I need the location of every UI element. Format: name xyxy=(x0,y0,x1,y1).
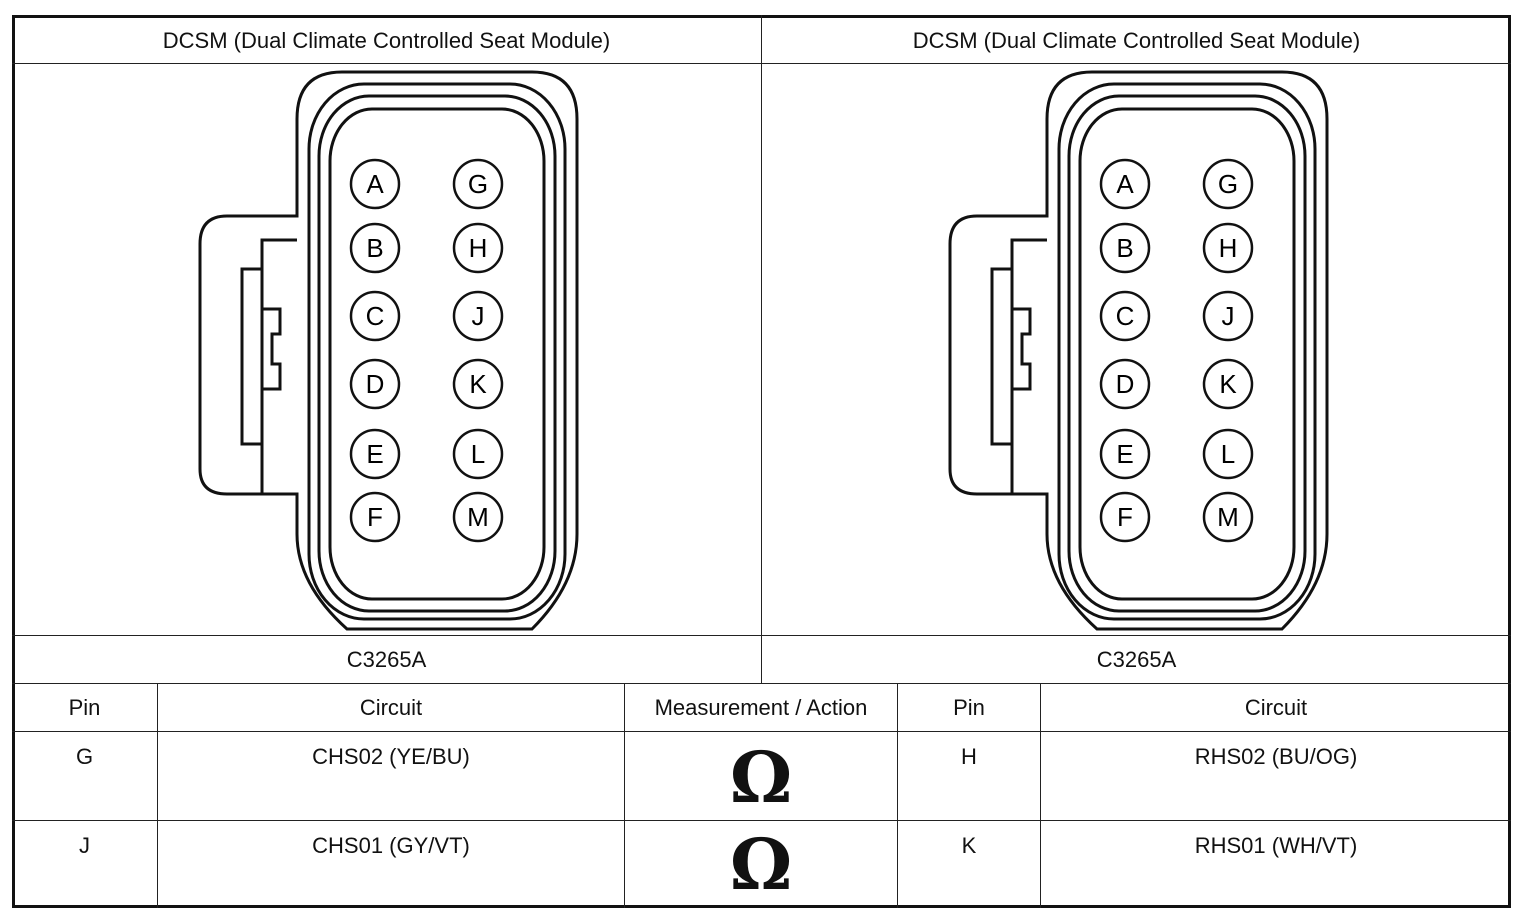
pin-m-left: M xyxy=(452,491,504,543)
pin-f-right: F xyxy=(1099,491,1151,543)
divider xyxy=(624,683,625,908)
svg-text:A: A xyxy=(1116,169,1134,199)
pin-f-left: F xyxy=(349,491,401,543)
divider xyxy=(761,15,762,683)
pin-m-right: M xyxy=(1202,491,1254,543)
pin-d-left: D xyxy=(349,358,401,410)
svg-text:H: H xyxy=(469,233,488,263)
table-row-2-pin-1: J xyxy=(79,833,90,858)
pin-g-left: G xyxy=(452,158,504,210)
header-circuit-1: Circuit xyxy=(359,695,423,720)
svg-text:C: C xyxy=(366,301,385,331)
svg-text:M: M xyxy=(467,502,489,532)
svg-text:B: B xyxy=(1116,233,1133,263)
pin-c-right: C xyxy=(1099,290,1151,342)
svg-text:K: K xyxy=(1219,369,1237,399)
pin-b-left: B xyxy=(349,222,401,274)
pin-e-right: E xyxy=(1099,428,1151,480)
table-row-2-pin-2: K xyxy=(961,833,977,858)
pin-c-left: C xyxy=(349,290,401,342)
pin-d-right: D xyxy=(1099,358,1151,410)
header-pin-2: Pin xyxy=(953,695,985,720)
svg-text:E: E xyxy=(1116,439,1133,469)
pin-h-left: H xyxy=(452,222,504,274)
svg-text:D: D xyxy=(1116,369,1135,399)
svg-text:J: J xyxy=(1222,301,1235,331)
svg-text:G: G xyxy=(1218,169,1238,199)
pin-l-left: L xyxy=(452,428,504,480)
svg-text:H: H xyxy=(1219,233,1238,263)
divider xyxy=(12,731,1511,732)
divider xyxy=(157,683,158,908)
svg-text:F: F xyxy=(1117,502,1133,532)
pin-a-right: A xyxy=(1099,158,1151,210)
table-row-1-circuit-2: RHS02 (BU/OG) xyxy=(1194,744,1358,769)
table-row-1-circuit-1: CHS02 (YE/BU) xyxy=(312,744,470,769)
header-pin-1: Pin xyxy=(68,695,101,720)
svg-text:B: B xyxy=(366,233,383,263)
pin-k-left: K xyxy=(452,358,504,410)
left-connector-diagram: A B C D E F G H J K L M xyxy=(198,70,579,631)
svg-text:L: L xyxy=(471,439,485,469)
table-row-2-circuit-2: RHS01 (WH/VT) xyxy=(1194,833,1358,858)
right-panel-header: DCSM (Dual Climate Controlled Seat Modul… xyxy=(912,28,1361,53)
svg-text:G: G xyxy=(468,169,488,199)
left-panel-header: DCSM (Dual Climate Controlled Seat Modul… xyxy=(162,28,611,53)
left-connector-id: C3265A xyxy=(346,647,427,672)
table-row-1-pin-2: H xyxy=(961,744,977,769)
svg-text:E: E xyxy=(366,439,383,469)
table-row-1-pin-1: G xyxy=(75,744,94,769)
svg-text:A: A xyxy=(366,169,384,199)
pin-j-left: J xyxy=(452,290,504,342)
right-connector-id: C3265A xyxy=(1096,647,1177,672)
svg-text:J: J xyxy=(472,301,485,331)
divider xyxy=(12,820,1511,821)
pin-b-right: B xyxy=(1099,222,1151,274)
svg-text:C: C xyxy=(1116,301,1135,331)
right-connector-diagram: A B C D E F G H J K L M xyxy=(948,70,1329,631)
pin-k-right: K xyxy=(1202,358,1254,410)
pin-g-right: G xyxy=(1202,158,1254,210)
pin-j-right: J xyxy=(1202,290,1254,342)
divider xyxy=(12,683,1511,684)
ohm-icon: Ω xyxy=(729,736,793,819)
svg-text:M: M xyxy=(1217,502,1239,532)
table-row-2-circuit-1: CHS01 (GY/VT) xyxy=(312,833,470,858)
svg-text:D: D xyxy=(366,369,385,399)
pin-l-right: L xyxy=(1202,428,1254,480)
divider xyxy=(1040,683,1041,908)
header-measurement-action: Measurement / Action xyxy=(654,695,868,720)
svg-text:L: L xyxy=(1221,439,1235,469)
left-pin-group: A B C D E F G H J K L M xyxy=(349,158,504,543)
right-pin-group: A B C D E F G H J K L M xyxy=(1099,158,1254,543)
svg-text:F: F xyxy=(367,502,383,532)
header-circuit-2: Circuit xyxy=(1244,695,1308,720)
pin-a-left: A xyxy=(349,158,401,210)
pin-e-left: E xyxy=(349,428,401,480)
divider xyxy=(897,683,898,908)
pin-h-right: H xyxy=(1202,222,1254,274)
svg-text:K: K xyxy=(469,369,487,399)
ohm-icon: Ω xyxy=(729,823,793,906)
